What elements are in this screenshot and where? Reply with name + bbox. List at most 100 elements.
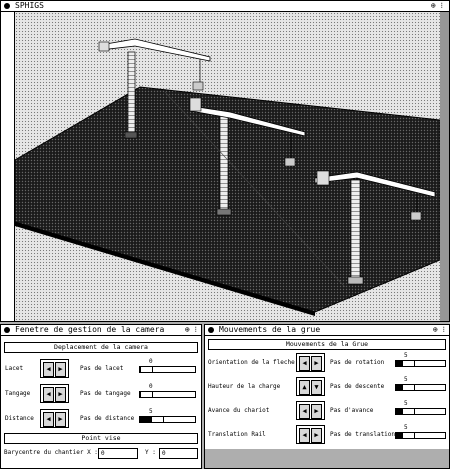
window-menu-icon[interactable] xyxy=(208,327,214,333)
slider-thumb[interactable] xyxy=(402,432,415,439)
slider-thumb[interactable] xyxy=(402,384,415,391)
translation-step-label: Pas de translation xyxy=(330,431,396,438)
right-arrow-icon: ▶ xyxy=(58,415,63,423)
avance-step-value: 5 xyxy=(404,400,408,407)
descente-step-slider[interactable] xyxy=(395,384,446,391)
grue-panel-title: Mouvements de la grue xyxy=(219,325,321,334)
slider-thumb[interactable] xyxy=(140,366,153,373)
scene-window: SPHIGS ⊕ ⁝ xyxy=(0,0,450,322)
up-arrow-icon: ▲ xyxy=(302,383,307,391)
orientation-left-button[interactable]: ◀ xyxy=(299,356,310,371)
avance-step-label: Pas d'avance xyxy=(330,407,374,414)
grue-panel-controls[interactable]: ⊕ ⁝ xyxy=(432,325,445,334)
crane-3 xyxy=(314,170,436,285)
lacet-arrows: ◀ ▶ xyxy=(40,359,69,378)
descente-step-value: 5 xyxy=(404,376,408,383)
grue-row-orientation: Orientation de la fleche ◀ ▶ Pas de rota… xyxy=(205,352,449,373)
avance-left-button[interactable]: ◀ xyxy=(299,404,310,419)
lacet-label: Lacet xyxy=(5,365,24,372)
camera-row-lacet: Lacet ◀ ▶ Pas de lacet 0 xyxy=(1,358,201,379)
left-arrow-icon: ◀ xyxy=(46,415,51,423)
left-arrow-icon: ◀ xyxy=(302,407,307,415)
tangage-step-label: Pas de tangage xyxy=(80,390,131,397)
distance-label: Distance xyxy=(5,415,34,422)
slider-thumb[interactable] xyxy=(151,416,164,423)
rotation-step-value: 5 xyxy=(404,352,408,359)
right-arrow-icon: ▶ xyxy=(314,407,319,415)
barycentre-y-field[interactable]: 0 xyxy=(159,448,198,459)
crane-1 xyxy=(98,38,211,139)
window-menu-icon[interactable] xyxy=(4,327,10,333)
scene-window-title: SPHIGS xyxy=(15,1,44,10)
grue-row-translation: Translation Rail ◀ ▶ Pas de translation … xyxy=(205,424,449,445)
grue-panel-bottom xyxy=(205,449,449,468)
scene-left-border xyxy=(1,12,15,321)
grue-row-avance: Avance du chariot ◀ ▶ Pas d'avance 5 xyxy=(205,400,449,421)
left-arrow-icon: ◀ xyxy=(46,365,51,373)
right-arrow-icon: ▶ xyxy=(314,431,319,439)
tangage-arrows: ◀ ▶ xyxy=(40,384,69,403)
grue-row-hauteur: Hauteur de la charge ▲ ▼ Pas de descente… xyxy=(205,376,449,397)
distance-left-button[interactable]: ◀ xyxy=(43,412,54,427)
camera-panel-title: Fenetre de gestion de la camera xyxy=(15,325,165,334)
grue-movements-header: Mouvements de la Grue xyxy=(208,339,446,350)
tangage-step-value: 0 xyxy=(149,383,153,390)
camera-panel-controls[interactable]: ⊕ ⁝ xyxy=(184,325,197,334)
slider-thumb[interactable] xyxy=(402,408,415,415)
translation-arrows: ◀ ▶ xyxy=(296,425,325,444)
down-arrow-icon: ▼ xyxy=(314,383,319,391)
desktop-gap xyxy=(0,322,450,324)
lacet-step-label: Pas de lacet xyxy=(80,365,124,372)
crane-2 xyxy=(189,97,306,216)
avance-right-button[interactable]: ▶ xyxy=(311,404,322,419)
scene-titlebar[interactable]: SPHIGS ⊕ ⁝ xyxy=(1,1,449,12)
left-arrow-icon: ◀ xyxy=(302,431,307,439)
avance-step-slider[interactable] xyxy=(395,408,446,415)
hauteur-arrows: ▲ ▼ xyxy=(296,377,325,396)
tangage-step-slider[interactable] xyxy=(139,391,196,398)
slider-thumb[interactable] xyxy=(140,391,153,398)
tangage-label: Tangage xyxy=(5,390,31,397)
translation-right-button[interactable]: ▶ xyxy=(311,428,322,443)
barycentre-x-field[interactable]: 0 xyxy=(98,448,138,459)
lacet-step-slider[interactable] xyxy=(139,366,196,373)
translation-step-value: 5 xyxy=(404,424,408,431)
tangage-left-button[interactable]: ◀ xyxy=(43,387,54,402)
camera-titlebar[interactable]: Fenetre de gestion de la camera ⊕ ⁝ xyxy=(1,325,201,336)
tangage-right-button[interactable]: ▶ xyxy=(55,387,66,402)
right-arrow-icon: ▶ xyxy=(314,359,319,367)
descente-step-label: Pas de descente xyxy=(330,383,385,390)
point-vise-header: Point vise xyxy=(4,433,198,444)
hauteur-label: Hauteur de la charge xyxy=(208,383,281,390)
grue-titlebar[interactable]: Mouvements de la grue ⊕ ⁝ xyxy=(205,325,449,336)
hauteur-up-button[interactable]: ▲ xyxy=(299,380,310,395)
right-arrow-icon: ▶ xyxy=(58,365,63,373)
slider-thumb[interactable] xyxy=(402,360,415,367)
rotation-step-slider[interactable] xyxy=(395,360,446,367)
translation-step-slider[interactable] xyxy=(395,432,446,439)
construction-site-render xyxy=(15,38,440,316)
distance-right-button[interactable]: ▶ xyxy=(55,412,66,427)
translation-label: Translation Rail xyxy=(208,431,266,438)
hauteur-down-button[interactable]: ▼ xyxy=(311,380,322,395)
rotation-step-label: Pas de rotation xyxy=(330,359,385,366)
slider-fill xyxy=(140,417,157,422)
orientation-arrows: ◀ ▶ xyxy=(296,353,325,372)
rail-track xyxy=(164,91,346,288)
translation-left-button[interactable]: ◀ xyxy=(299,428,310,443)
scene-window-controls[interactable]: ⊕ ⁝ xyxy=(430,1,443,10)
barycentre-label: Barycentre du chantier X : xyxy=(4,449,98,456)
orientation-right-button[interactable]: ▶ xyxy=(311,356,322,371)
camera-row-distance: Distance ◀ ▶ Pas de distance 5 xyxy=(1,408,201,429)
desktop-gap xyxy=(202,324,204,469)
left-arrow-icon: ◀ xyxy=(46,390,51,398)
window-menu-icon[interactable] xyxy=(4,3,10,9)
left-arrow-icon: ◀ xyxy=(302,359,307,367)
distance-step-label: Pas de distance xyxy=(80,415,135,422)
right-arrow-icon: ▶ xyxy=(58,390,63,398)
barycentre-y-label: Y : xyxy=(145,449,156,456)
distance-step-slider[interactable] xyxy=(139,416,196,423)
lacet-right-button[interactable]: ▶ xyxy=(55,362,66,377)
lacet-left-button[interactable]: ◀ xyxy=(43,362,54,377)
camera-displacement-header: Deplacement de la camera xyxy=(4,342,198,353)
